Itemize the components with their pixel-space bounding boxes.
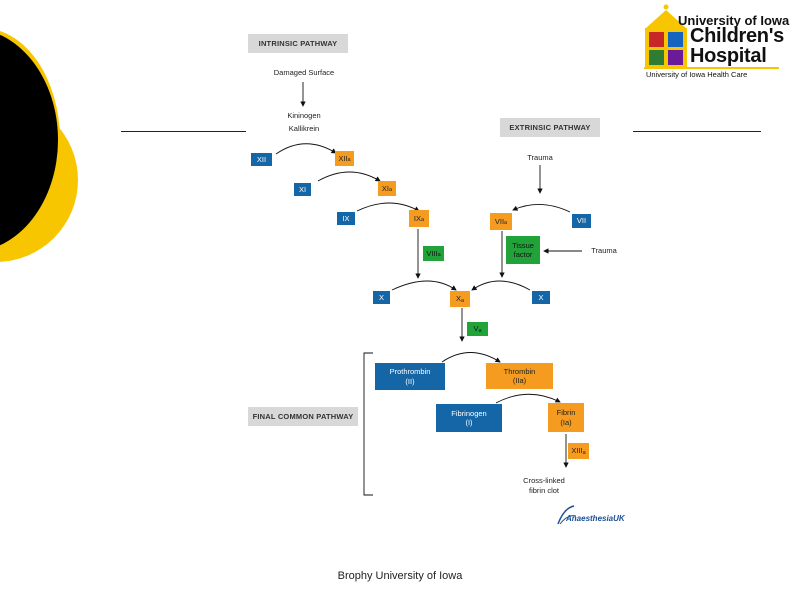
right-rule	[633, 131, 761, 132]
logo-hospital: Hospital	[690, 45, 767, 67]
thrombin-box: Thrombin(IIa)	[486, 363, 553, 389]
trauma-top-label: Trauma	[527, 153, 553, 162]
intrinsic-pathway-tag: INTRINSIC PATHWAY	[248, 34, 348, 53]
clot-line1-label: Cross-linked	[523, 476, 565, 485]
trauma-right-label: Trauma	[591, 246, 617, 255]
factor-ix-box: IX	[337, 212, 355, 225]
decorative-crescent	[0, 31, 78, 262]
fibrin-box: Fibrin(Ia)	[548, 403, 584, 432]
prothrombin-box: Prothrombin(II)	[375, 363, 445, 390]
damaged-surface-label: Damaged Surface	[273, 68, 335, 77]
logo-childrens: Children's	[690, 25, 784, 47]
hospital-logo-icon	[645, 4, 687, 68]
kallikrein-label: Kallikrein	[288, 124, 320, 133]
factor-vii-box: VII	[572, 214, 591, 228]
clot-line2-label: fibrin clot	[528, 486, 559, 495]
factor-xi-box: XI	[294, 183, 311, 196]
kininogen-label: Kininogen	[287, 111, 321, 120]
final-common-pathway-tag: FINAL COMMON PATHWAY	[248, 407, 358, 426]
footer-credit: Brophy University of Iowa	[337, 570, 463, 582]
logo-underline	[644, 67, 779, 69]
factor-x-left-box: X	[373, 291, 390, 304]
extrinsic-pathway-tag: EXTRINSIC PATHWAY	[500, 118, 600, 137]
anaesthesia-uk-logo: AnaesthesiaUK	[566, 514, 625, 523]
factor-xii-box: XII	[251, 153, 272, 166]
anaesthesia-uk-swoosh-icon	[557, 505, 576, 525]
left-rule	[121, 131, 246, 132]
logo-university: University of Iowa	[678, 13, 790, 28]
tissue-factor-box: Tissue factor	[506, 236, 540, 264]
fibrinogen-box: Fibrinogen(I)	[436, 404, 502, 432]
factor-x-right-box: X	[532, 291, 550, 304]
logo-health-care: University of Iowa Health Care	[646, 70, 748, 79]
